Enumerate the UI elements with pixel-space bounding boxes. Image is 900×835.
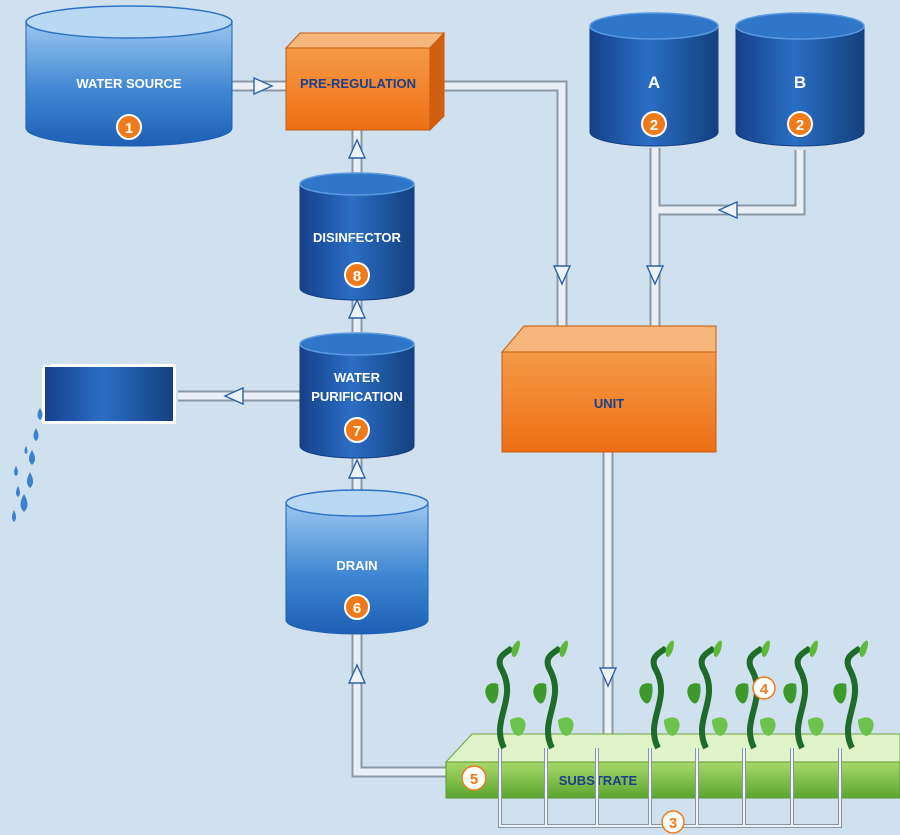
water-purification-tank: WATER PURIFICATION 7	[299, 332, 415, 459]
tank-b: B 2	[735, 12, 865, 147]
tank-a-number: 2	[650, 117, 658, 134]
plant-icon	[485, 640, 526, 750]
arrow-left-icon	[717, 200, 738, 220]
plants: 4	[485, 640, 874, 750]
drain-tank: DRAIN 6	[285, 489, 429, 635]
drain-label: DRAIN	[336, 558, 377, 573]
arrow-up-icon	[347, 458, 367, 479]
water-drop-icon	[37, 408, 43, 420]
substrate-number: 5	[470, 771, 478, 788]
tank-b-label: B	[794, 73, 806, 92]
plant-icon	[783, 640, 824, 750]
arrow-up-icon	[347, 663, 367, 684]
pre-regulation-box: PRE-REGULATION	[284, 31, 446, 132]
disinfector-number: 8	[353, 268, 361, 285]
water-source-number: 1	[125, 120, 133, 137]
water-purification-label-line2: PURIFICATION	[311, 389, 402, 404]
arrow-down-icon	[645, 265, 665, 286]
flow-arrows	[223, 76, 738, 688]
arrow-down-icon	[552, 265, 572, 286]
plant-icon	[833, 640, 874, 750]
water-drop-icon	[12, 510, 16, 522]
tank-a: A 2	[589, 12, 719, 147]
water-drop-icon	[33, 428, 39, 441]
disinfector-label: DISINFECTOR	[313, 230, 401, 245]
plants-number-badge: 4	[752, 676, 776, 700]
plant-icon	[687, 640, 728, 750]
water-drop-icon	[27, 472, 33, 488]
drip-lines-number-badge: 3	[661, 810, 685, 834]
arrow-up-icon	[347, 298, 367, 319]
water-source-label: WATER SOURCE	[76, 76, 182, 91]
pre-regulation-label: PRE-REGULATION	[300, 76, 416, 91]
water-drop-icon	[20, 494, 28, 512]
water-drop-icon	[14, 466, 18, 476]
drip-lines-number: 3	[669, 815, 677, 832]
arrow-left-icon	[223, 386, 244, 406]
unit-label: UNIT	[594, 396, 624, 411]
water-drop-icon	[16, 486, 20, 497]
plant-icon	[639, 640, 680, 750]
disinfector-tank: DISINFECTOR 8	[299, 172, 415, 301]
water-drop-icon	[29, 450, 35, 465]
waste-outlet	[42, 364, 176, 424]
plant-icon	[735, 640, 776, 750]
drain-number: 6	[353, 600, 361, 617]
water-purification-label-line1: WATER	[334, 370, 381, 385]
plants-number: 4	[760, 681, 769, 698]
substrate-slab: SUBSTRATE 5	[444, 733, 900, 799]
water-drops	[12, 408, 43, 522]
tank-b-number: 2	[796, 117, 804, 134]
unit-box: UNIT	[500, 325, 717, 453]
water-purification-number: 7	[353, 423, 361, 440]
water-source-tank: WATER SOURCE 1	[25, 5, 233, 147]
arrow-up-icon	[347, 138, 367, 159]
water-drop-icon	[24, 446, 28, 454]
arrow-down-icon	[598, 667, 618, 688]
arrow-right-icon	[253, 76, 274, 96]
plant-icon	[533, 640, 574, 750]
tank-a-label: A	[648, 73, 660, 92]
